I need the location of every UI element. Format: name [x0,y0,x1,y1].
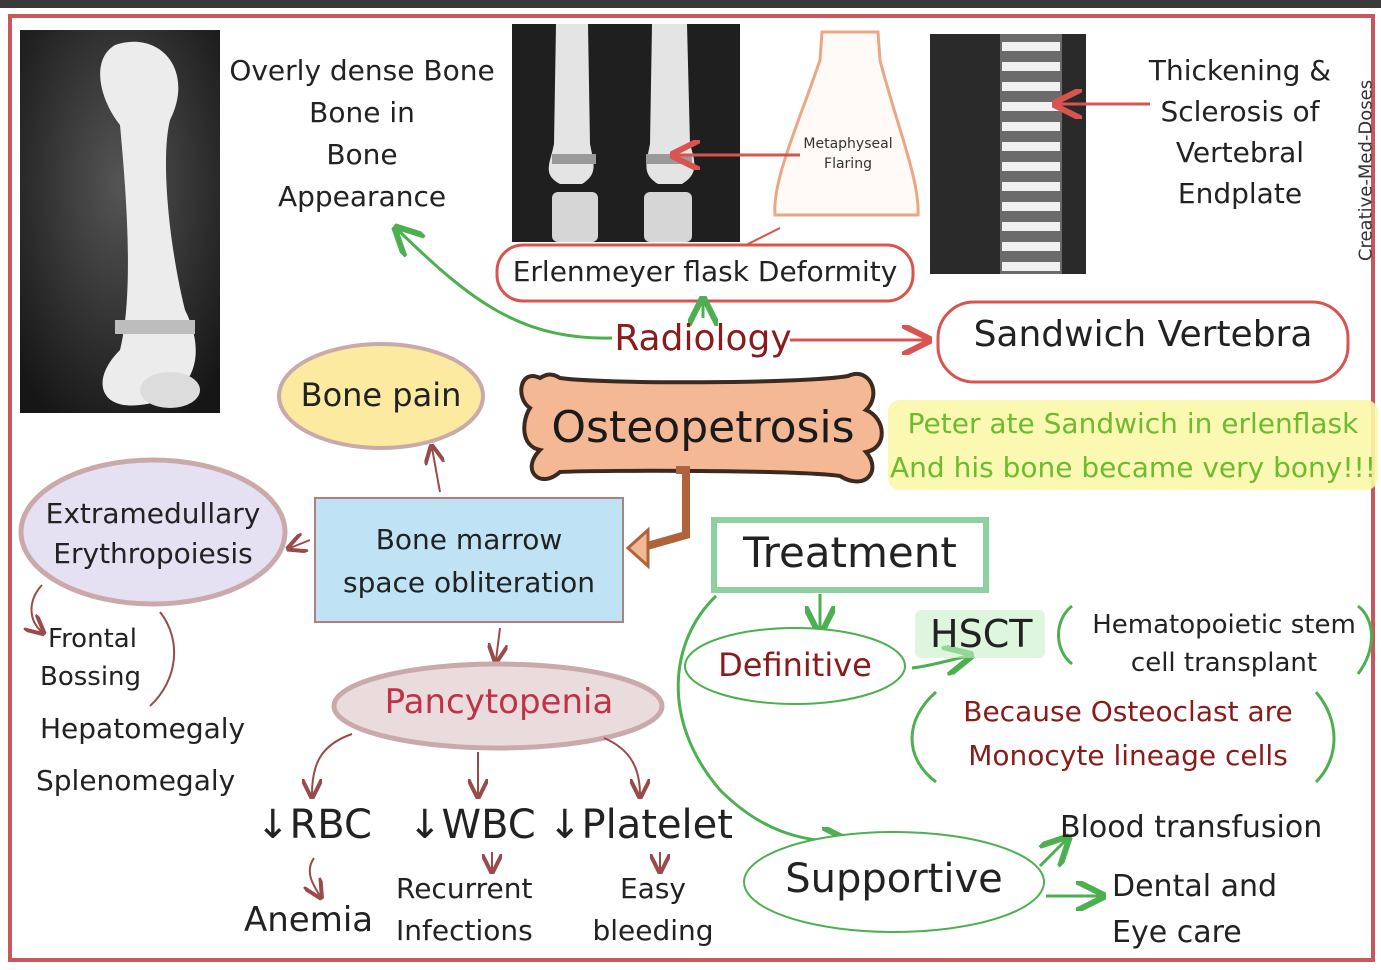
pancytopenia-to-platelet-arrow [604,738,640,795]
rbc-label: ↓RBC [256,802,372,848]
definitive-label: Definitive [685,646,905,684]
hsct-full-label: Hematopoietic stem cell transplant [1082,606,1366,682]
bone-pain-label: Bone pain [279,376,483,414]
radiology-label: Radiology [608,318,798,359]
mnemonic-line-2: And his bone became very bony!!! [888,446,1378,490]
flask-deformity-label: Erlenmeyer flask Deformity [497,255,913,288]
marrow-to-bone-pain-arrow [432,448,440,492]
bossing-line: Bossing [40,658,141,696]
vertebra-finding-line-2: Sclerosis of [1130,91,1350,132]
wbc-label: ↓WBC [408,802,536,848]
vertebra-finding-line-4: Endplate [1130,173,1350,214]
hsct-label: HSCT [930,612,1032,656]
hsct-paren-left [1059,606,1073,664]
reason-line-1: Because Osteoclast are [930,690,1326,734]
pancytopenia-label: Pancytopenia [334,682,664,722]
frontal-line: Frontal [40,620,141,658]
platelet-label: ↓Platelet [548,802,733,848]
bone-to-marrow-arrowhead [628,530,648,566]
dense-bone-line-4: Appearance [222,176,502,218]
flask-drawing-line-2: Flaring [788,154,908,174]
blood-transfusion-label: Blood transfusion [1060,810,1322,845]
marrow-to-pancytopenia-arrow [496,628,500,660]
marrow-line-2: space obliteration [315,561,623,604]
infections-line-1: Recurrent [396,868,533,910]
dense-bone-label: Overly dense Bone Bone in Bone Appearanc… [222,50,502,218]
flask-drawing-line-1: Metaphyseal [788,134,908,154]
dense-bone-line-2: Bone in [222,92,502,134]
rbc-to-anemia-arrow [310,858,320,896]
reason-line-2: Monocyte lineage cells [930,734,1326,778]
dense-bone-line-1: Overly dense Bone [222,50,502,92]
supportive-label: Supportive [744,856,1044,902]
anemia-label: Anemia [244,900,373,940]
marrow-line-1: Bone marrow [315,518,623,561]
extramedullary-line-2: Erythropoiesis [22,534,284,574]
erlenmeyer-flask-drawing [775,32,918,215]
mnemonic-line-1: Peter ate Sandwich in erlenflask [888,402,1378,446]
reason-label: Because Osteoclast are Monocyte lineage … [930,690,1326,778]
vertebra-finding-line-1: Thickening & [1130,50,1350,91]
watermark: Creative-Med-Doses [1356,71,1377,271]
extramedullary-label: Extramedullary Erythropoiesis [22,494,284,574]
pancytopenia-to-rbc-arrow [312,734,352,795]
marrow-label: Bone marrow space obliteration [315,518,623,604]
hsct-full-line-1: Hematopoietic stem [1082,606,1366,644]
hsct-full-line-2: cell transplant [1082,644,1366,682]
vertebra-finding-line-3: Vertebral [1130,132,1350,173]
sandwich-vertebra-label: Sandwich Vertebra [938,314,1348,355]
bleeding-line-2: bleeding [590,910,716,952]
osteopetrosis-title: Osteopetrosis [538,402,868,453]
flask-drawing-label: Metaphyseal Flaring [788,134,908,174]
marrow-to-extramedullary-arrow [290,540,310,548]
extramedullary-line-1: Extramedullary [22,494,284,534]
treatment-label: Treatment [714,528,986,577]
frontal-bossing-label: Frontal Bossing [40,620,141,696]
mnemonic-text: Peter ate Sandwich in erlenflask And his… [888,402,1378,490]
bleeding-label: Easy bleeding [590,868,716,952]
dental-line-2: Eye care [1112,910,1277,956]
infections-label: Recurrent Infections [396,868,533,952]
dental-care-label: Dental and Eye care [1112,864,1277,956]
infections-line-2: Infections [396,910,533,952]
bleeding-line-1: Easy [590,868,716,910]
hepatomegaly-label: Hepatomegaly [40,712,245,745]
splenomegaly-label: Splenomegaly [36,764,235,797]
extramedullary-bracket [150,612,174,706]
dental-line-1: Dental and [1112,864,1277,910]
dense-bone-line-3: Bone [222,134,502,176]
vertebra-finding-label: Thickening & Sclerosis of Vertebral Endp… [1130,50,1350,214]
